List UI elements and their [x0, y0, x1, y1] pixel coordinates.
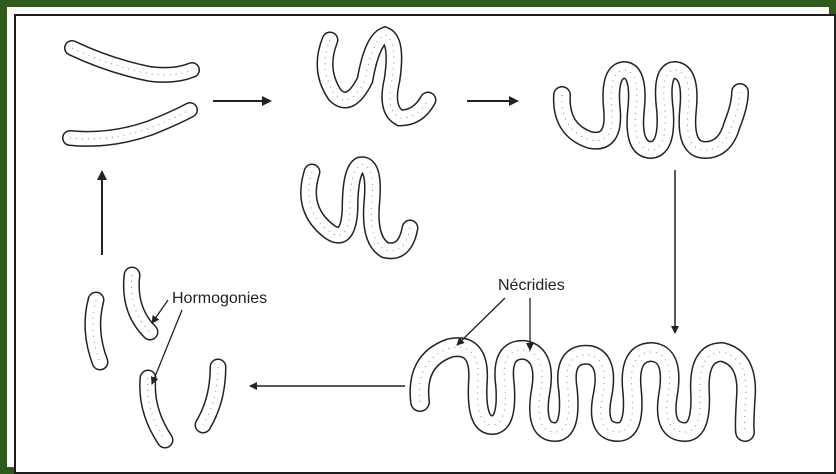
straight-filament-bottom: [70, 110, 190, 139]
necridies-label: Nécridies: [498, 277, 565, 294]
coiling-filament-top: [325, 35, 428, 118]
coiling-filament-bottom: [309, 165, 410, 251]
spiral-filament: [562, 70, 740, 150]
hormogonies-pointer-upper: [152, 300, 168, 323]
necridies-pointer-left: [457, 298, 505, 345]
hormogonies-label: Hormogonies: [172, 290, 267, 307]
hormogonies-pointer-lower: [152, 310, 182, 384]
straight-filament-top: [72, 48, 192, 75]
long-spiral-filament: [419, 347, 746, 432]
